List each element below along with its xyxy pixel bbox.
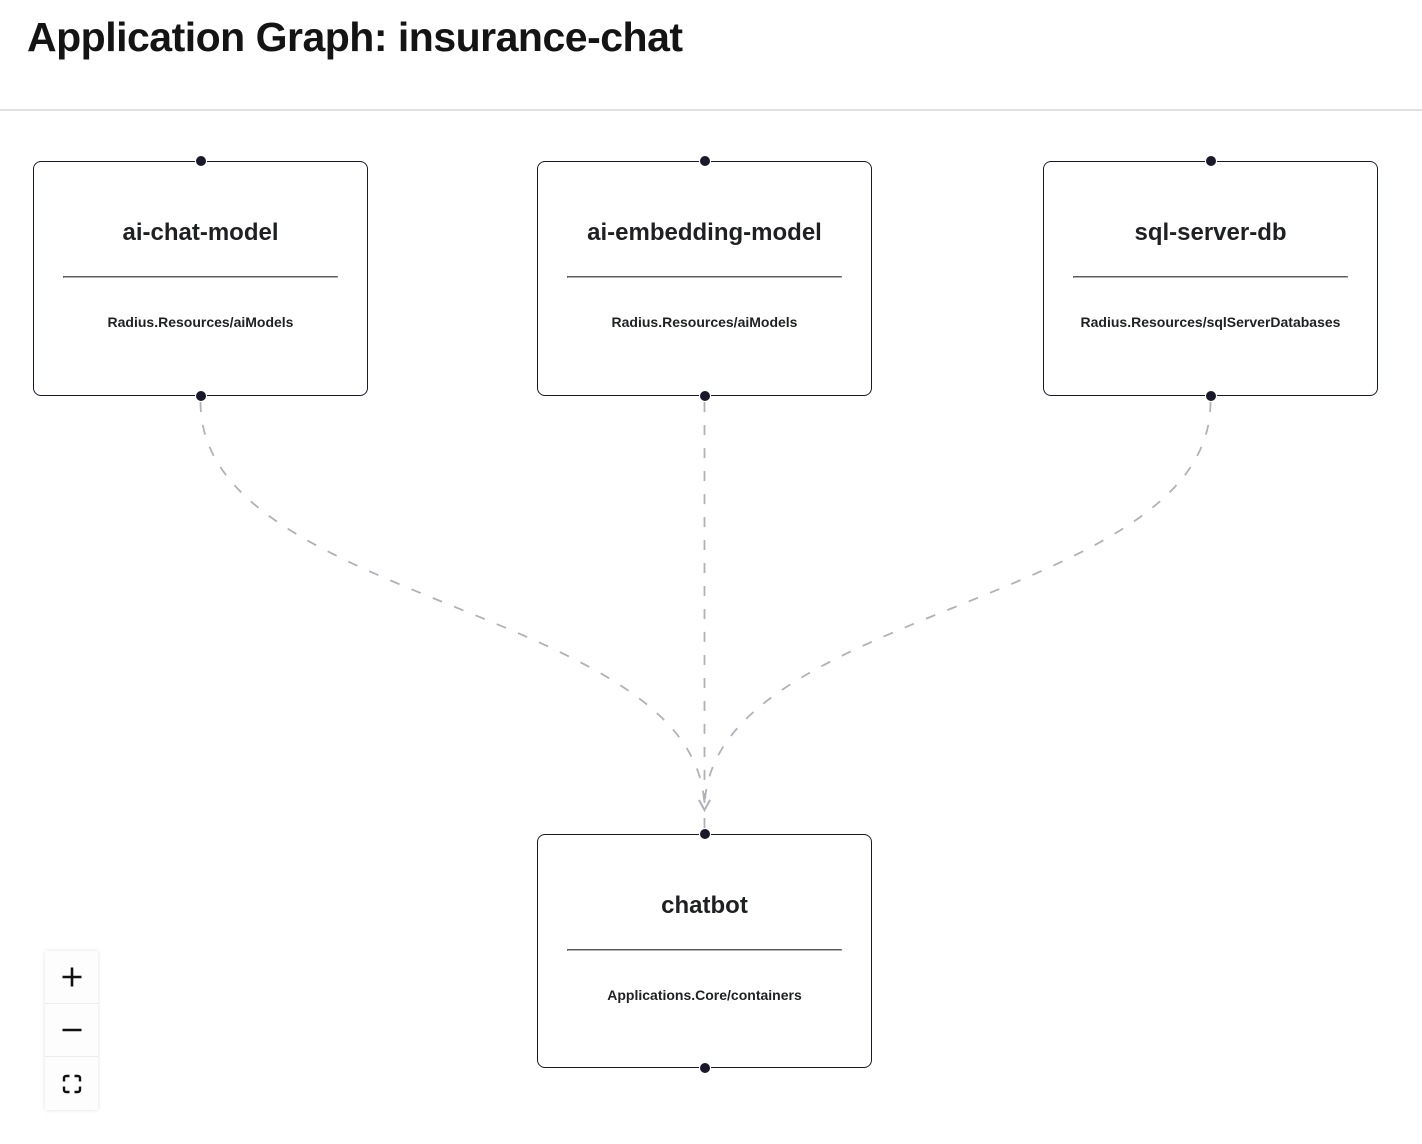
target-handle[interactable] [698,155,711,167]
resource-node-ai-embedding-model[interactable]: ai-embedding-model Radius.Resources/aiMo… [537,155,872,402]
node-title: ai-embedding-model [587,219,822,246]
fit-view-icon [62,1074,81,1093]
zoom-out-button[interactable] [45,1004,98,1057]
zoom-controls [45,951,98,1110]
target-handle[interactable] [1204,155,1217,167]
source-handle[interactable] [1204,390,1217,402]
node-title: sql-server-db [1134,219,1287,246]
zoom-in-button[interactable] [45,951,98,1004]
page-title: Application Graph: insurance-chat [27,14,683,60]
node-resource-type: Radius.Resources/aiModels [107,314,294,330]
page-header: Application Graph: insurance-chat [0,0,1422,111]
node-divider [63,276,338,278]
fit-view-button[interactable] [45,1057,98,1110]
source-handle[interactable] [194,390,207,402]
node-title: ai-chat-model [122,219,279,246]
node-resource-type: Radius.Resources/sqlServerDatabases [1080,314,1341,330]
target-handle[interactable] [698,828,711,840]
node-resource-type: Radius.Resources/aiModels [611,314,798,330]
resource-node-chatbot[interactable]: chatbot Applications.Core/containers [537,828,872,1074]
source-handle[interactable] [698,390,711,402]
resource-node-ai-chat-model[interactable]: ai-chat-model Radius.Resources/aiModels [33,155,368,402]
source-handle[interactable] [698,1062,711,1074]
node-resource-type: Applications.Core/containers [607,987,802,1003]
node-divider [567,949,842,951]
resource-node-sql-server-db[interactable]: sql-server-db Radius.Resources/sqlServer… [1043,155,1378,402]
target-handle[interactable] [194,155,207,167]
minus-icon [62,1028,81,1032]
plus-icon [62,967,81,987]
node-divider [1073,276,1348,278]
node-divider [567,276,842,278]
graph-edge-ai-chat-model-to-chatbot[interactable] [199,401,711,812]
graph-edge-sql-server-db-to-chatbot[interactable] [698,401,1212,812]
node-title: chatbot [661,892,748,919]
application-graph-canvas[interactable]: ai-chat-model Radius.Resources/aiModels … [0,111,1422,1142]
